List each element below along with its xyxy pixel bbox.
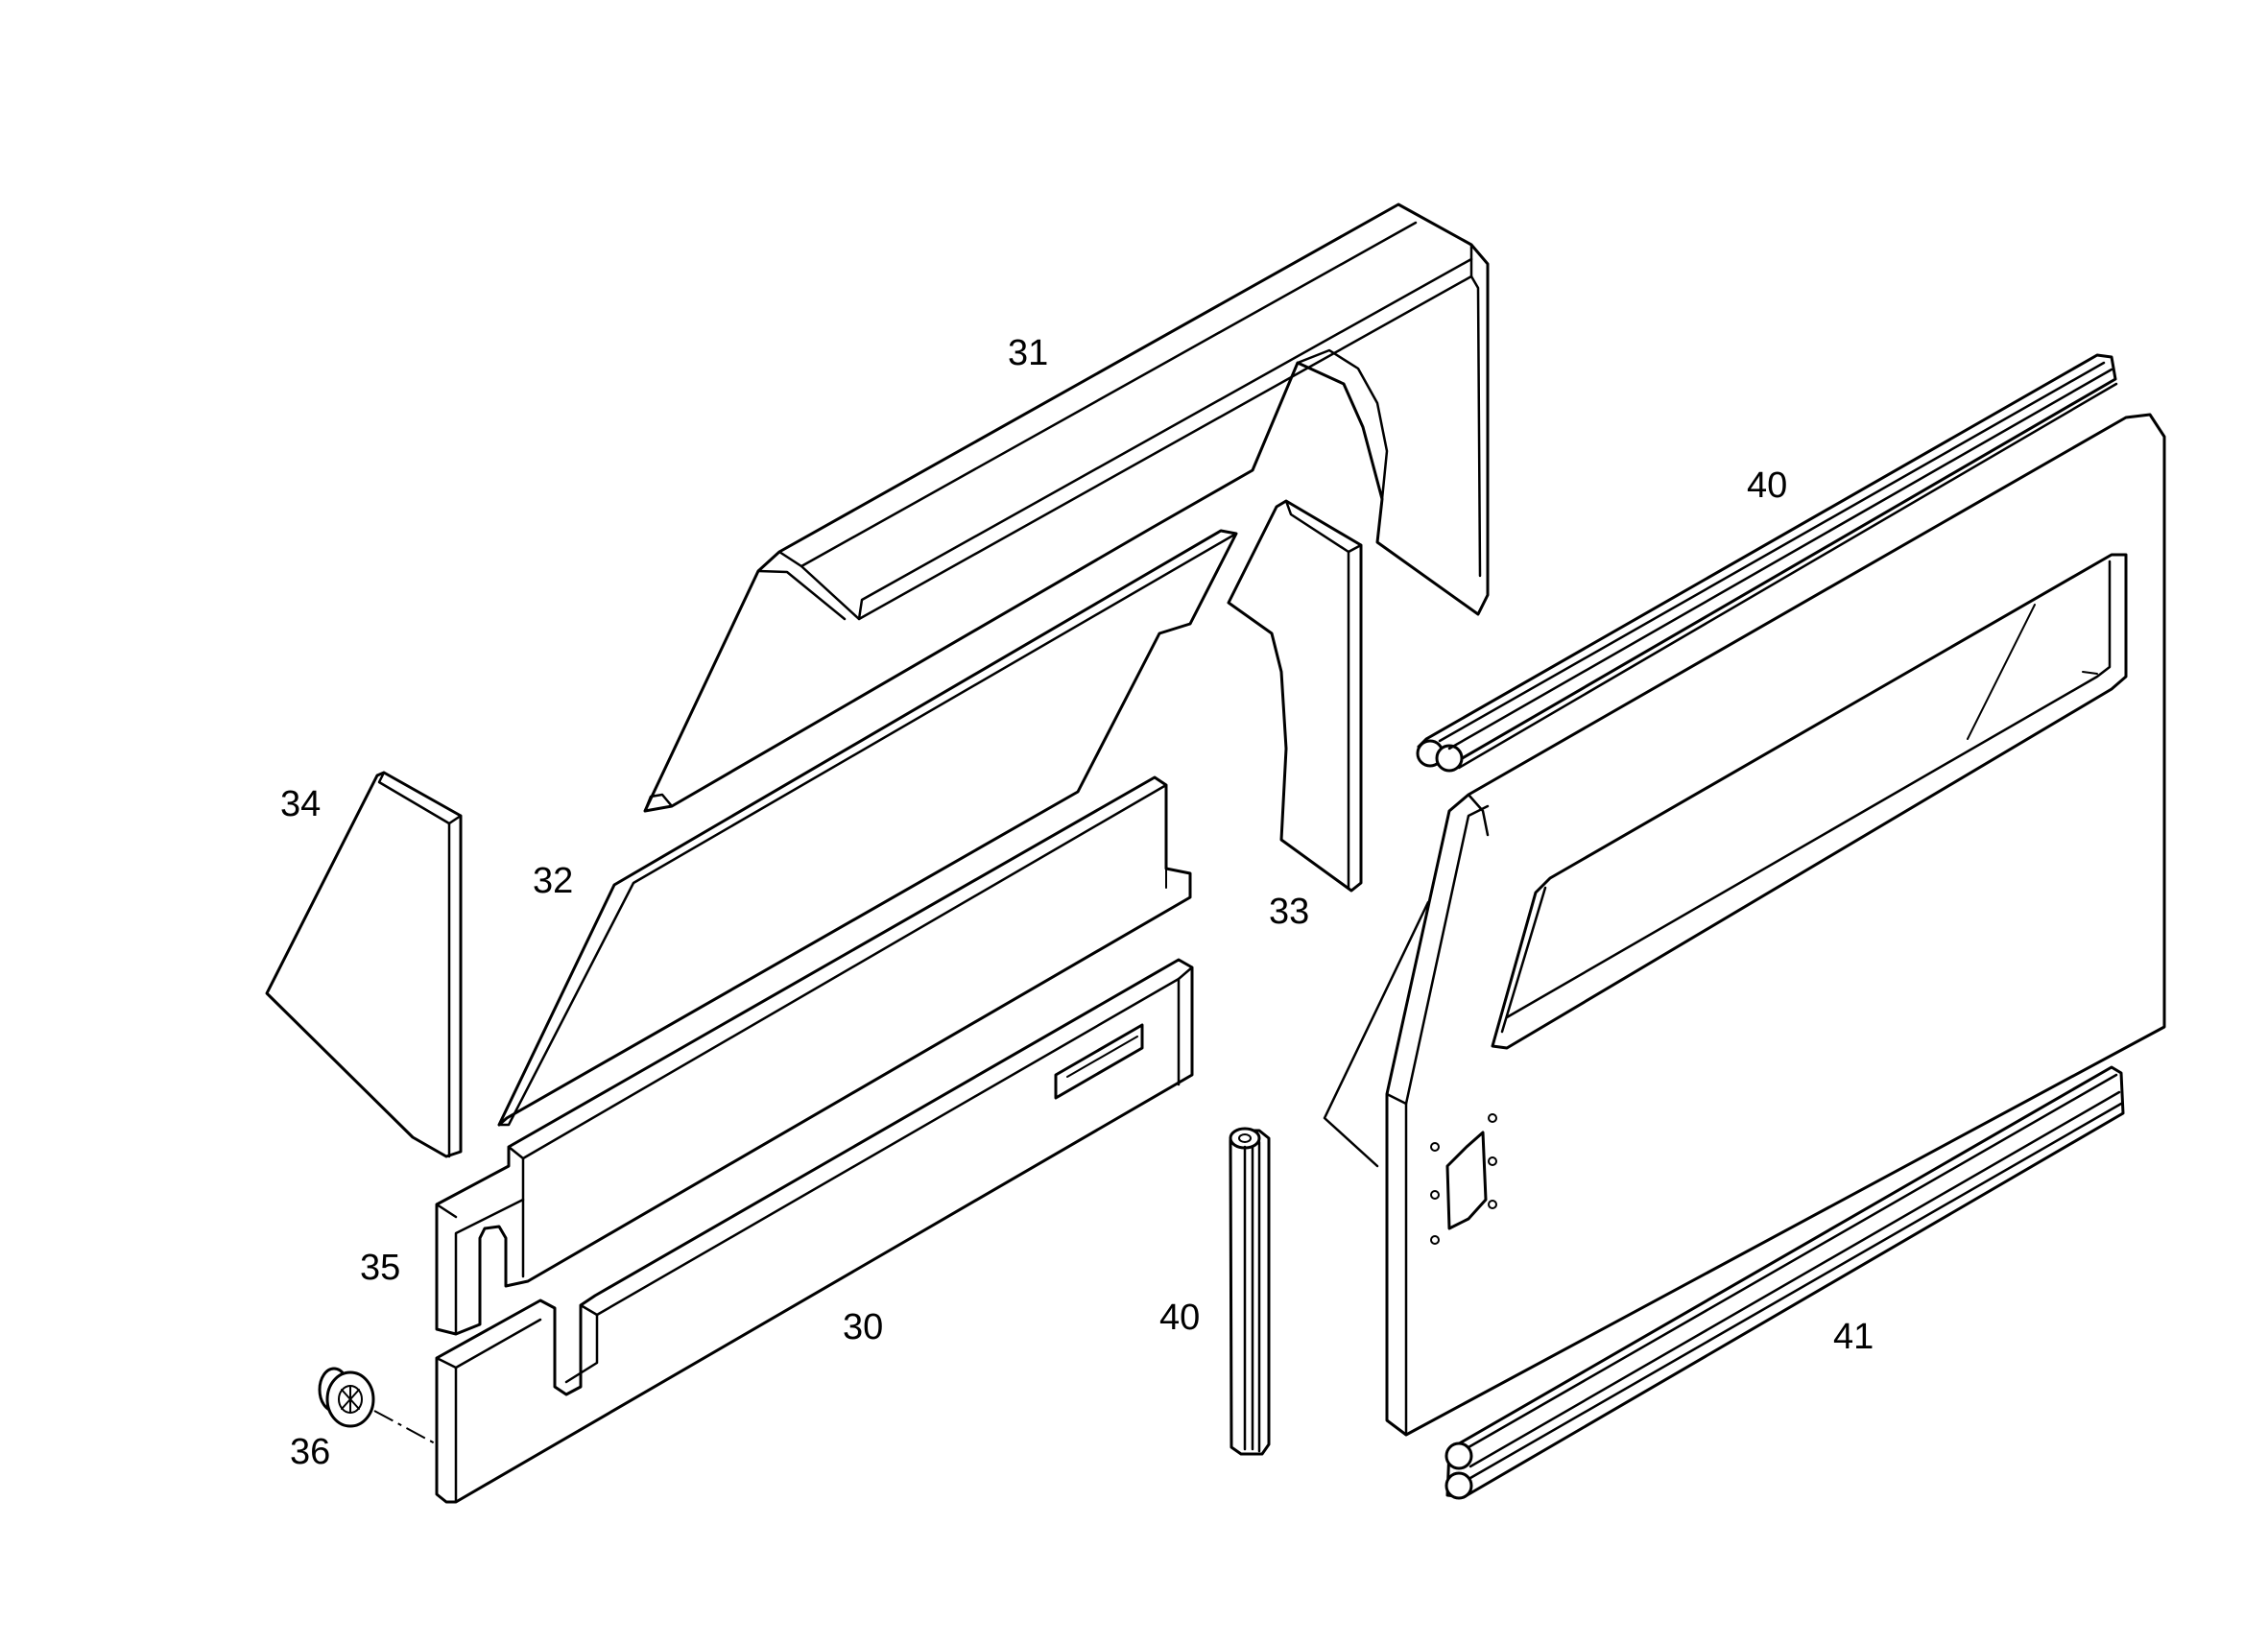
callout-36: 36 bbox=[290, 1432, 330, 1472]
fastener-leader-line bbox=[373, 1410, 438, 1445]
callout-41: 41 bbox=[1833, 1317, 1874, 1357]
part-40-vertical-seal-strip bbox=[1229, 1127, 1271, 1456]
part-31-upper-trim-panel bbox=[643, 203, 1490, 813]
callout-32: 32 bbox=[533, 861, 573, 901]
part-35-slotted-rail bbox=[435, 775, 1192, 1336]
callout-40-top: 40 bbox=[1747, 465, 1787, 506]
door-trim-panel bbox=[1323, 413, 2166, 1437]
part-40-upper-seal-strip bbox=[1416, 353, 2118, 773]
part-36-push-fastener bbox=[318, 1367, 438, 1445]
callout-30: 30 bbox=[843, 1307, 883, 1347]
part-41-lower-seal-strip bbox=[1444, 1065, 2125, 1500]
callout-40-middle: 40 bbox=[1159, 1298, 1200, 1338]
callout-35: 35 bbox=[360, 1248, 400, 1288]
callout-31: 31 bbox=[1008, 333, 1048, 373]
part-33-curved-spacer bbox=[1227, 499, 1363, 893]
part-32-foam-panel bbox=[497, 529, 1238, 1127]
callout-34: 34 bbox=[280, 784, 321, 824]
part-34-wedge-block bbox=[265, 771, 463, 1158]
part-30-lower-kick-panel bbox=[435, 958, 1194, 1504]
callout-33: 33 bbox=[1269, 892, 1309, 932]
